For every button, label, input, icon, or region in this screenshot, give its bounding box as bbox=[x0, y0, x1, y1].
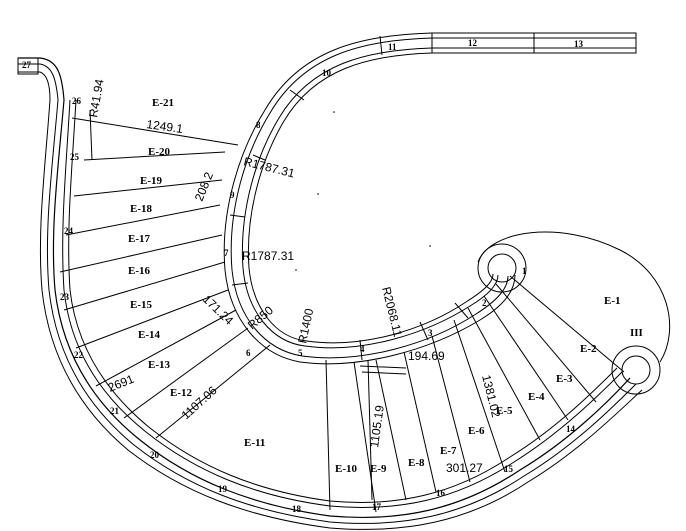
rail-23: 23 bbox=[60, 292, 70, 302]
step-e15: E-15 bbox=[130, 299, 153, 311]
dim-194: 194.69 bbox=[408, 349, 445, 363]
dim-2691: 2691 bbox=[106, 372, 136, 395]
step-e5: E-5 bbox=[496, 405, 513, 417]
rail-13: 13 bbox=[574, 39, 584, 49]
rail-16: 16 bbox=[436, 488, 446, 498]
step-e10: E-10 bbox=[335, 463, 358, 475]
step-e16: E-16 bbox=[128, 265, 151, 277]
rail-19: 19 bbox=[218, 484, 228, 494]
dim-r850: R850 bbox=[245, 303, 276, 332]
step-e1: E-1 bbox=[604, 295, 621, 307]
step-e2: E-2 bbox=[580, 343, 597, 355]
dim-r1400: R1400 bbox=[295, 307, 316, 345]
rail-6: 6 bbox=[246, 348, 251, 358]
rail-18: 18 bbox=[292, 504, 302, 514]
outer-rail bbox=[17, 57, 643, 530]
rail-20: 20 bbox=[150, 450, 160, 460]
rail-26: 26 bbox=[72, 96, 82, 106]
rail-10: 10 bbox=[322, 68, 332, 78]
newel-post-top bbox=[477, 243, 527, 293]
dim-301: 301.27 bbox=[446, 461, 483, 475]
rail-15: 15 bbox=[504, 464, 514, 474]
step-e19: E-19 bbox=[140, 175, 163, 187]
step-e18: E-18 bbox=[130, 203, 153, 215]
step-e14: E-14 bbox=[138, 329, 161, 341]
rail-3: 3 bbox=[428, 328, 433, 338]
rail-24: 24 bbox=[64, 226, 74, 236]
step-e3: E-3 bbox=[556, 373, 573, 385]
newel-post-right bbox=[611, 345, 661, 395]
step-e9: E-9 bbox=[370, 463, 387, 475]
tread-lines bbox=[59, 109, 625, 513]
dim-1249: 1249.1 bbox=[146, 117, 185, 136]
dim-r1787-a: R1787.31 bbox=[242, 154, 296, 180]
dim-r1787-b: R1787.31 bbox=[242, 249, 294, 263]
reference-dots bbox=[295, 111, 431, 271]
rail-7: 7 bbox=[224, 248, 229, 258]
dim-1105: 1105.19 bbox=[367, 404, 387, 448]
landing-outline bbox=[477, 231, 671, 363]
rail-11: 11 bbox=[388, 42, 397, 52]
rail-2: 2 bbox=[482, 298, 487, 308]
step-labels: E-21 E-20 E-19 E-18 E-17 E-16 E-15 E-14 … bbox=[128, 97, 621, 475]
landing-marker: III bbox=[630, 327, 643, 339]
dim-r41: R41.94 bbox=[86, 78, 107, 119]
step-e17: E-17 bbox=[128, 233, 151, 245]
step-e4: E-4 bbox=[528, 391, 545, 403]
step-e8: E-8 bbox=[408, 457, 425, 469]
upper-spiral-rail bbox=[223, 32, 433, 363]
step-e6: E-6 bbox=[468, 425, 485, 437]
rail-14: 14 bbox=[566, 424, 576, 434]
dim-208: 208.2 bbox=[192, 170, 216, 203]
rail-9: 9 bbox=[230, 190, 235, 200]
rail-17: 17 bbox=[372, 502, 382, 512]
step-e7: E-7 bbox=[440, 445, 457, 457]
rail-1: 1 bbox=[522, 266, 527, 276]
rail-27: 27 bbox=[22, 60, 32, 70]
step-e20: E-20 bbox=[148, 146, 171, 158]
rail-21: 21 bbox=[110, 406, 120, 416]
rail-4: 4 bbox=[360, 344, 365, 354]
rail-12: 12 bbox=[468, 38, 478, 48]
step-e11: E-11 bbox=[244, 437, 265, 449]
rail-25: 25 bbox=[70, 152, 80, 162]
dim-r2068: R2068.11 bbox=[379, 285, 405, 338]
rail-22: 22 bbox=[74, 350, 84, 360]
step-e12: E-12 bbox=[170, 387, 193, 399]
rail-labels: 10 11 12 13 8 9 7 6 5 4 3 2 1 27 26 25 2… bbox=[22, 38, 584, 514]
rail-5: 5 bbox=[298, 348, 303, 358]
rail-8: 8 bbox=[256, 120, 261, 130]
step-e21: E-21 bbox=[152, 97, 174, 109]
inner-rail bbox=[299, 273, 516, 365]
top-beam bbox=[431, 32, 637, 54]
step-e13: E-13 bbox=[148, 359, 171, 371]
